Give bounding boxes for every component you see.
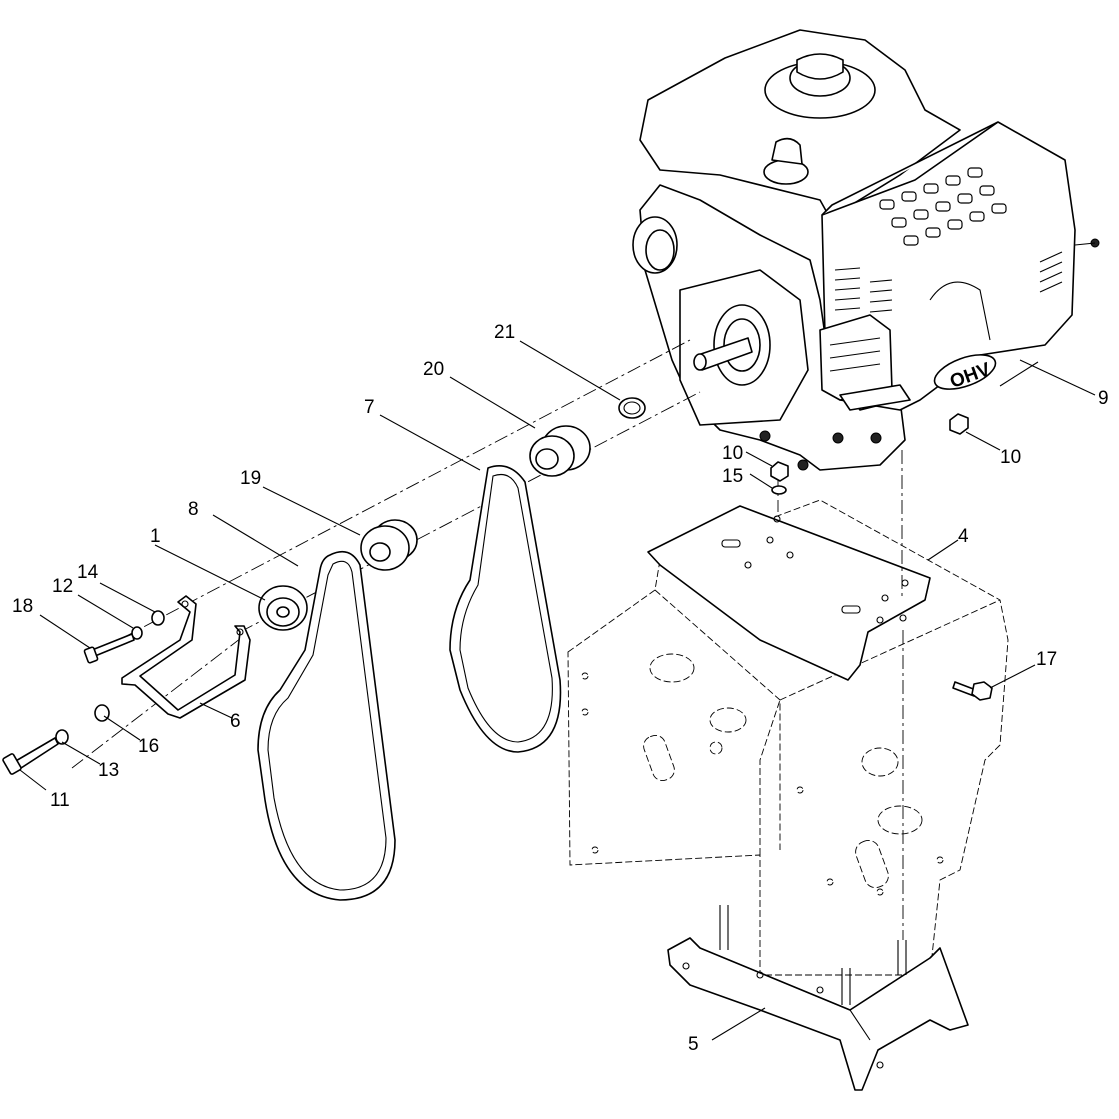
- callout-19: 19: [240, 468, 261, 489]
- belt-7: [449, 465, 562, 753]
- callout-16: 16: [138, 736, 159, 757]
- callout-15: 15: [722, 466, 743, 487]
- engine-mount-plate: [647, 505, 931, 681]
- callout-11: 11: [50, 790, 70, 811]
- callout-7: 7: [364, 397, 375, 418]
- lower-bracket: [667, 905, 969, 1091]
- callout-10-right: 10: [1000, 447, 1021, 468]
- callout-1: 1: [150, 526, 161, 547]
- leader-lines: [19, 340, 1096, 1041]
- engine-pulley: [529, 425, 591, 477]
- drive-pulley: [360, 519, 418, 571]
- callout-20: 20: [423, 359, 444, 380]
- spacer-ring: [618, 397, 646, 419]
- callout-10-center: 10: [722, 443, 743, 464]
- idler-bracket: [121, 595, 251, 719]
- callout-12: 12: [52, 576, 73, 597]
- callout-21: 21: [494, 322, 515, 343]
- callout-17: 17: [1036, 649, 1057, 670]
- callout-5: 5: [688, 1034, 699, 1055]
- hardware: [2, 413, 993, 775]
- callout-9: 9: [1098, 388, 1109, 409]
- callout-13: 13: [98, 760, 119, 781]
- callout-labels: 1 4 5 6 7 8 9 10 10 11 12 13 14 15 16 17…: [12, 322, 1109, 1055]
- idler-pulley: [258, 585, 308, 631]
- callout-6: 6: [230, 711, 241, 732]
- callout-18: 18: [12, 596, 33, 617]
- belt-8: [257, 550, 396, 901]
- engine: OHV: [632, 29, 1100, 471]
- vent-grille: [879, 167, 1007, 246]
- callout-4: 4: [958, 526, 969, 547]
- side-vents: [834, 251, 1063, 313]
- callout-8: 8: [188, 499, 199, 520]
- callout-14: 14: [77, 562, 99, 583]
